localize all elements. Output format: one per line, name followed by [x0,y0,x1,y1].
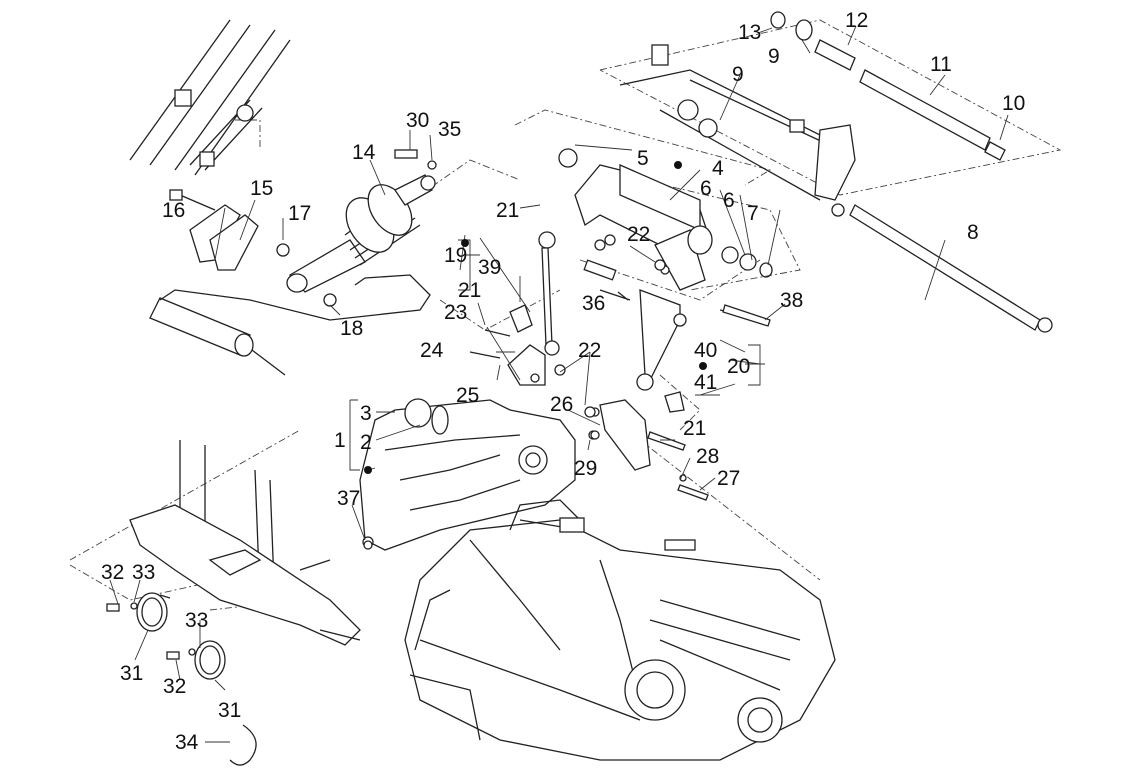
spacer-tubes [770,11,1006,161]
callout-12: 12 [845,9,869,32]
engine [404,499,836,761]
callout-21: 21 [683,417,707,440]
callout-28: 28 [696,445,720,468]
assembly-dot [699,362,707,370]
callout-3: 3 [360,402,372,425]
callout-21: 21 [496,199,520,222]
callout-38: 38 [780,289,804,312]
callout-1: 1 [334,429,346,452]
callout-40: 40 [694,339,718,362]
callout-31: 31 [120,662,144,685]
callout-13: 13 [738,21,762,44]
callout-11: 11 [930,53,952,76]
callout-7: 7 [747,202,759,225]
callout-36: 36 [582,292,606,315]
swingarm-link [558,148,773,321]
callout-9: 9 [732,63,744,86]
callout-27: 27 [717,467,741,490]
callout-32: 32 [101,561,125,584]
callout-6: 6 [700,177,712,200]
engine-bracket [359,398,576,551]
frame-lower-left [129,440,361,646]
callout-41: 41 [694,371,718,394]
callout-29: 29 [574,457,598,480]
callout-30: 30 [406,109,430,132]
assembly-outlines [69,19,1062,611]
assembly-dot [461,239,469,247]
callout-33: 33 [132,561,156,584]
callout-26: 26 [550,393,574,416]
pivot-shaft [831,203,1053,333]
callout-10: 10 [1002,92,1026,115]
callout-39: 39 [478,256,502,279]
callout-37: 37 [337,487,361,510]
callout-35: 35 [438,118,462,141]
callout-2: 2 [360,431,372,454]
callout-32: 32 [163,675,187,698]
callout-5: 5 [637,147,649,170]
callout-25: 25 [456,384,480,407]
nuts [363,239,771,550]
hose-clamp [106,592,257,766]
callout-21: 21 [458,279,482,302]
callout-9: 9 [768,45,780,68]
callout-18: 18 [340,317,364,340]
callout-31: 31 [218,699,242,722]
callout-6: 6 [723,189,735,212]
frame-crossmember [619,44,856,201]
remote-preload-adjuster [149,274,431,376]
callout-22: 22 [578,339,602,362]
shock-absorber [286,149,437,307]
callout-22: 22 [627,223,651,246]
callout-23: 23 [444,301,468,324]
callout-4: 4 [712,157,724,180]
mounting-plate [169,189,290,271]
assembly-dot [364,466,372,474]
callout-16: 16 [162,199,186,222]
assembly-dot [674,161,682,169]
callout-33: 33 [185,609,209,632]
callout-8: 8 [967,221,979,244]
callout-17: 17 [288,202,312,225]
callout-34: 34 [175,731,199,754]
frame-rear-left [129,19,291,176]
leader-lines [109,25,1009,743]
callout-14: 14 [352,141,376,164]
callout-20: 20 [727,355,751,378]
callout-19: 19 [444,244,468,267]
callout-15: 15 [250,177,274,200]
callout-24: 24 [420,339,444,362]
linkage-rod [509,231,687,413]
